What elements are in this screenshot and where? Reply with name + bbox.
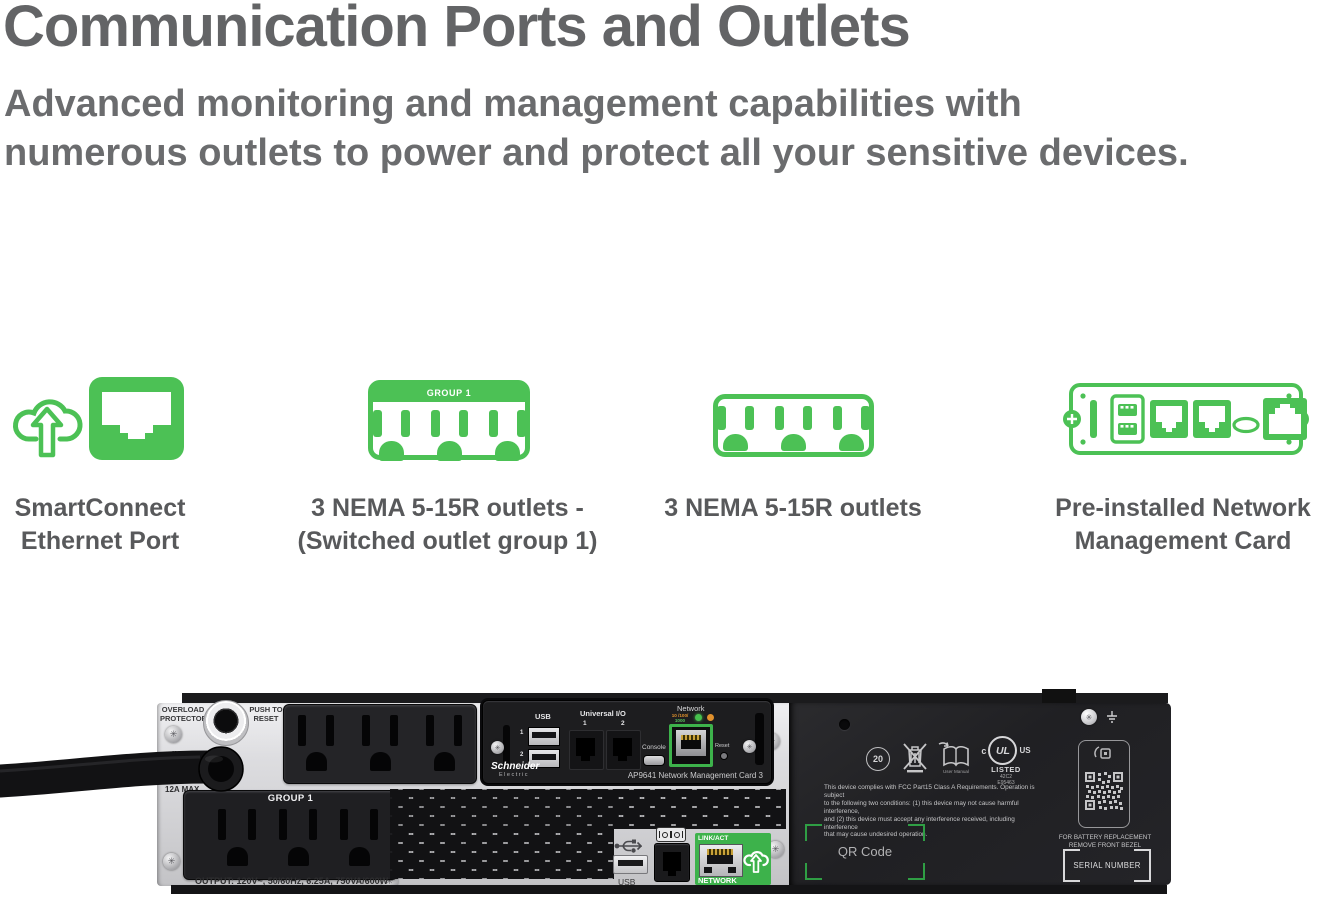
smartconnect-ethernet-port[interactable] (699, 844, 743, 877)
outlet-strip-icon (713, 394, 874, 457)
nmc-usb-port-1[interactable] (528, 727, 560, 746)
scan-icon (1094, 746, 1111, 759)
outlet-panel-group1: GROUP 1 (183, 790, 398, 880)
nema-outlet[interactable] (340, 809, 348, 840)
link-act-label: LINK/ACT (698, 835, 729, 842)
feature-label-outlets: 3 NEMA 5-15R outlets (664, 494, 922, 522)
subtitle-line-2: numerous outlets to power and protect al… (4, 132, 1189, 174)
card-screw: ✳ (743, 740, 756, 753)
network-management-card-icon (1057, 379, 1315, 459)
ul-listed-mark: c UL US LISTED 42C2 E95463 (978, 736, 1034, 786)
door-hole (839, 719, 850, 730)
nema-outlet[interactable] (279, 809, 287, 840)
nema-outlet[interactable] (362, 715, 370, 746)
cloud-upload-icon (8, 381, 84, 463)
input-rating-label: 12A MAX (165, 785, 200, 794)
serial-symbol-icon (656, 827, 686, 842)
smartconnect-port-panel: LINK/ACT NETWORK (695, 833, 771, 885)
nema-outlet[interactable] (298, 715, 306, 746)
nema-outlet (372, 410, 410, 461)
usb-port-label: USB (618, 877, 636, 887)
user-manual-icon (938, 742, 969, 767)
fcc-compliance-text: This device complies with FCC Part15 Cla… (824, 784, 1035, 839)
reset-button[interactable] (720, 752, 728, 760)
nmc-network-port[interactable] (669, 724, 713, 767)
ups-top-tab (1042, 689, 1076, 703)
outlet-group1-icon: GROUP 1 (368, 380, 530, 461)
network-label: Network (677, 704, 705, 713)
overload-protector-label: OVERLOAD PROTECTOR (160, 705, 207, 723)
universal-io-port-2[interactable] (606, 730, 641, 770)
torx-screw: ✳ (165, 726, 182, 743)
ethernet-port-icon (89, 377, 184, 460)
qr-code-caption: QR Code (837, 844, 893, 859)
network-activity-led (707, 714, 714, 721)
torx-screw: ✳ (767, 841, 784, 858)
output-rating-label: OUTPUT: 120V~, 50/60Hz, 6.25A, 750VA/600… (195, 876, 389, 886)
vent-grille (390, 789, 614, 879)
ups-rear-panel: ✳ ✳ ✳ ✳ ✳ ✳ OVERLOAD PROTECTOR PUSH TO R… (157, 689, 1171, 894)
input-power-cord (0, 746, 244, 798)
qr-code (1085, 772, 1123, 810)
ups-bottom-edge (171, 885, 1167, 894)
group1-badge: GROUP 1 (373, 385, 525, 402)
outlet-panel-unswitched (283, 704, 477, 784)
feature-label-switched-outlets: 3 NEMA 5-15R outlets - (Switched outlet … (297, 494, 598, 555)
battery-door-panel: ✳ 20 User Manual c UL (789, 703, 1171, 885)
china-rohs-icon: 20 (866, 747, 890, 771)
weee-bin-icon (903, 743, 927, 773)
nmc-usb-port-2[interactable] (528, 749, 560, 768)
nmc-model-label: AP9641 Network Management Card 3 (627, 771, 763, 780)
nema-outlet[interactable] (218, 809, 226, 840)
ground-symbol-icon (1107, 711, 1117, 723)
nema-outlet (833, 406, 870, 451)
group1-panel-label: GROUP 1 (267, 793, 314, 804)
network-status-led (695, 714, 702, 721)
qr-code-zone: QR Code (805, 824, 925, 880)
universal-io-label: Universal I/O (580, 709, 626, 718)
nema-outlet (488, 410, 526, 461)
network-speed-label: 10 /100/ 1000 (671, 713, 689, 724)
cloud-upload-icon (743, 851, 769, 873)
page-subtitle: Advanced monitoring and management capab… (4, 80, 1189, 178)
console-micro-usb-port[interactable] (643, 755, 665, 766)
usb-symbol-icon (614, 839, 642, 853)
feature-label-nmc: Pre-installed Network Management Card (1055, 494, 1311, 555)
qr-code-panel (1078, 740, 1130, 828)
user-manual-caption: User Manual (942, 769, 970, 774)
ground-screw: ✳ (1081, 709, 1097, 725)
card-screw: ✳ (491, 741, 504, 754)
reset-label: Reset (715, 743, 730, 749)
page-title: Communication Ports and Outlets (3, 0, 911, 59)
card-slot-vent (503, 725, 510, 767)
nmc-usb-label: USB (535, 712, 551, 721)
nema-outlet (430, 410, 468, 461)
card-slot-vent (755, 713, 764, 765)
nema-outlet (775, 406, 812, 451)
subtitle-line-1: Advanced monitoring and management capab… (4, 83, 1022, 125)
nema-outlet[interactable] (426, 715, 434, 746)
torx-screw: ✳ (163, 853, 180, 870)
nema-outlet (717, 406, 754, 451)
universal-io-port-1[interactable] (569, 730, 604, 770)
serial-number-caption: SERIAL NUMBER (1073, 861, 1141, 870)
serial-number-zone: SERIAL NUMBER (1063, 849, 1151, 882)
battery-replacement-note: FOR BATTERY REPLACEMENT REMOVE FRONT BEZ… (1058, 834, 1152, 849)
circuit-breaker-button[interactable] (203, 700, 249, 746)
network-port-label: NETWORK (698, 876, 737, 885)
push-to-reset-label: PUSH TO RESET (249, 705, 283, 723)
network-management-card: ✳ ✳ USB 1 2 Universal I/O 1 2 Console Ne… (482, 700, 772, 784)
serial-port[interactable] (654, 843, 690, 882)
feature-label-smartconnect: SmartConnect Ethernet Port (14, 494, 186, 555)
ups-top-edge (182, 693, 1168, 703)
schneider-electric-logo: Schneider Electric (491, 761, 540, 778)
usb-port[interactable] (613, 855, 648, 874)
console-label: Console (642, 744, 666, 751)
